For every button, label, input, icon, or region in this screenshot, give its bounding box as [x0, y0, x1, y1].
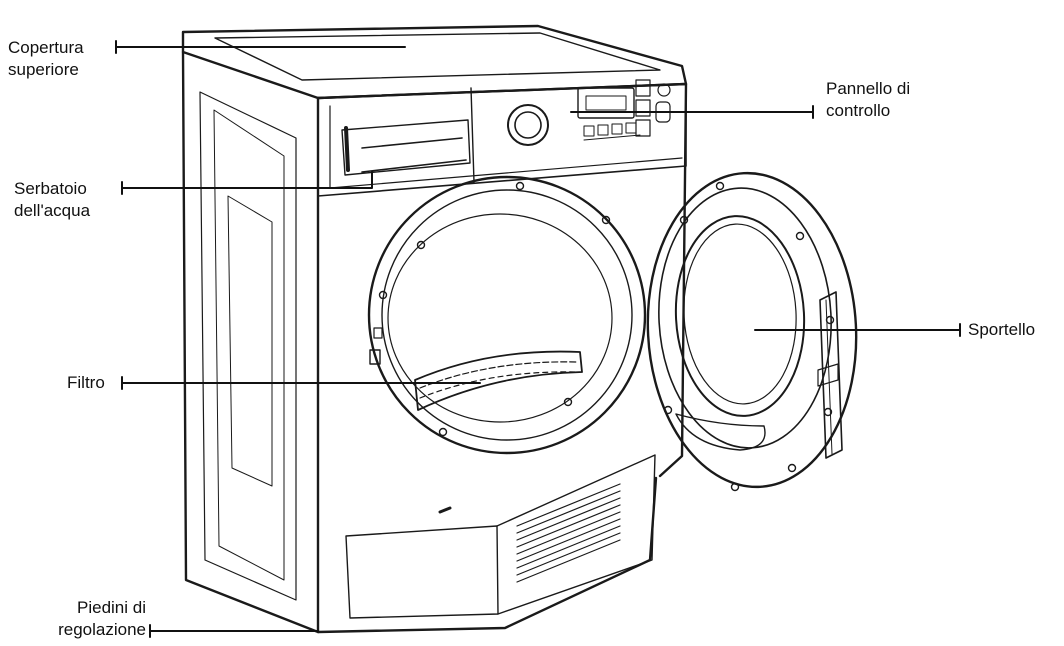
front-panel-outline — [316, 82, 688, 478]
control-panel-strip — [317, 79, 687, 197]
water-tank-drawer — [341, 119, 471, 176]
lint-filter — [414, 350, 583, 411]
label-door: Sportello — [968, 320, 1036, 339]
label-filter: Filtro — [67, 373, 105, 392]
leader-lines — [115, 40, 961, 638]
dryer-body — [181, 24, 688, 634]
side-panel-outline — [181, 50, 320, 634]
label-top-cover: Copertura superiore — [8, 38, 84, 79]
label-water-tank: Serbatoio dell'acqua — [14, 179, 91, 220]
program-knob — [507, 104, 549, 146]
display-screen — [577, 87, 635, 119]
label-adjustable-feet: Piedini di regolazione — [58, 598, 146, 639]
label-control-panel: Pannello di controllo — [826, 79, 911, 120]
leader-water-tank — [121, 171, 373, 189]
open-door — [646, 171, 858, 492]
drum-opening — [367, 175, 647, 455]
vent-grille — [516, 483, 621, 583]
